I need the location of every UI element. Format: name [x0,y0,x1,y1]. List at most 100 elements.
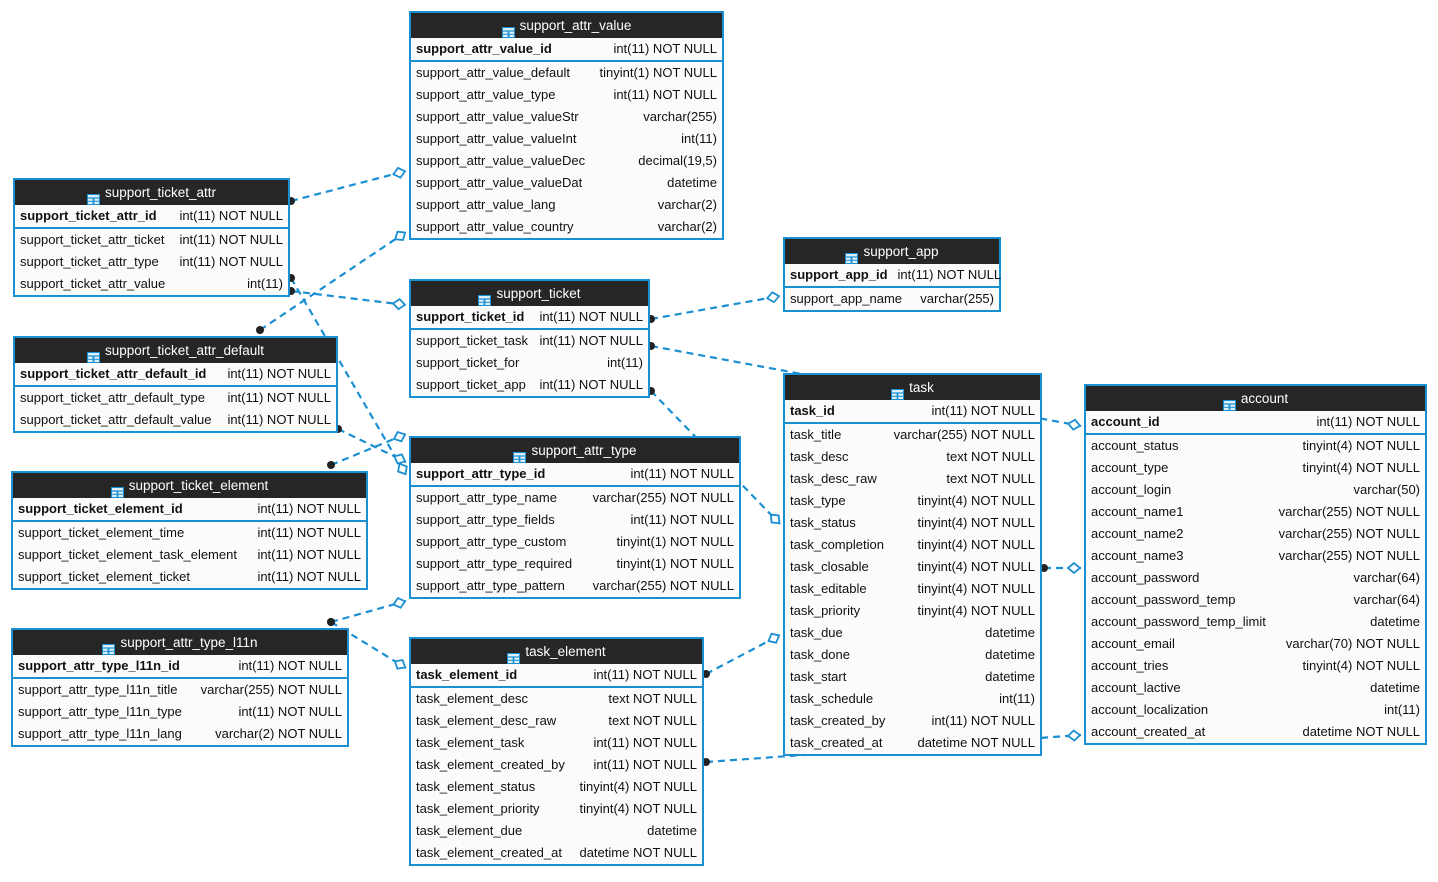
entity-header-support_attr_type[interactable]: support_attr_type [411,438,739,463]
relationship-rel-task-to-account[interactable] [1040,561,1082,575]
relationship-rel-ticket-attr-to-ticket[interactable] [287,287,407,311]
relationship-rel-ticket-to-app[interactable] [647,291,781,323]
relationship-rel-ticket-attr-to-attr-value[interactable] [287,166,407,205]
entity-header-account[interactable]: account [1086,386,1425,411]
relationship-rel-ticket-element-to-attr-type[interactable] [327,596,407,626]
entity-header-support_ticket_attr_default[interactable]: support_ticket_attr_default [15,338,336,363]
entity-header-task_element[interactable]: task_element [411,639,702,664]
entity-header-support_app[interactable]: support_app [785,239,999,264]
entity-header-support_attr_type_l11n[interactable]: support_attr_type_l11n [13,630,347,655]
entity-header-task[interactable]: task [785,375,1040,400]
entity-header-support_attr_value[interactable]: support_attr_value [411,13,722,38]
entity-header-support_ticket[interactable]: support_ticket [411,281,648,306]
relationship-rel-attr-default-to-attr-type[interactable] [334,425,407,466]
relationship-rel-task-element-to-task[interactable] [702,631,781,678]
